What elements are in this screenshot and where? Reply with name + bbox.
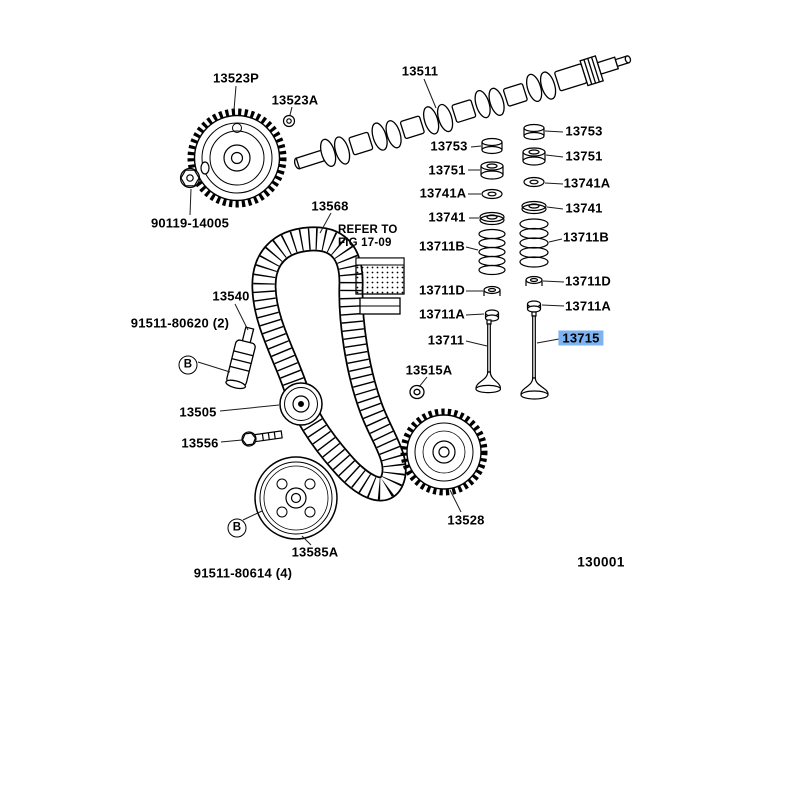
part-label-13711A[interactable]: 13711A xyxy=(564,298,612,314)
part-label-13741A[interactable]: 13741A xyxy=(563,175,611,191)
leader-lines xyxy=(189,78,565,546)
part-label-91511806144[interactable]: 91511-80614 (4) xyxy=(193,565,293,581)
washer-13523A-drawing xyxy=(282,114,296,128)
part-label-13568[interactable]: 13568 xyxy=(311,198,349,214)
part-label-13751[interactable]: 13751 xyxy=(565,148,603,164)
valve-train-right-drawing xyxy=(519,123,549,400)
part-label-13711B[interactable]: 13711B xyxy=(562,229,610,245)
figure-ref-number: 130001 xyxy=(577,554,625,570)
part-label-13711A[interactable]: 13711A xyxy=(418,306,466,322)
part-label-13523A[interactable]: 13523A xyxy=(271,92,319,108)
part-label-13556[interactable]: 13556 xyxy=(181,435,219,451)
part-label-13711D[interactable]: 13711D xyxy=(418,282,466,298)
part-label-13741[interactable]: 13741 xyxy=(565,200,603,216)
bolt-13556-drawing xyxy=(241,430,283,447)
part-label-13741[interactable]: 13741 xyxy=(428,209,466,225)
part-label-13753[interactable]: 13753 xyxy=(430,138,468,154)
part-label-13528[interactable]: 13528 xyxy=(447,512,485,528)
idler-pulley-13505-drawing xyxy=(279,382,323,426)
part-label-13711[interactable]: 13711 xyxy=(427,332,465,348)
part-label-13585A[interactable]: 13585A xyxy=(291,544,339,560)
reference-marker-b: B xyxy=(178,355,198,375)
part-label-9011914005[interactable]: 90119-14005 xyxy=(150,215,230,231)
timing-belt-13568-drawing xyxy=(251,226,407,502)
part-label-13715[interactable]: 13715 xyxy=(558,330,604,346)
valve-train-left-drawing xyxy=(475,137,506,394)
refer-fig-block-drawing xyxy=(355,257,405,315)
crank-pulley-13585A-drawing xyxy=(254,456,338,540)
camshaft-13511-drawing xyxy=(293,55,632,170)
part-label-13741A[interactable]: 13741A xyxy=(419,185,467,201)
crank-sprocket-13528-drawing xyxy=(400,408,488,496)
cam-pulley-13523P-drawing xyxy=(187,108,287,208)
part-label-13505[interactable]: 13505 xyxy=(179,404,217,420)
ring-13515A-drawing xyxy=(409,384,425,400)
part-label-13751[interactable]: 13751 xyxy=(428,162,466,178)
part-label-13515A[interactable]: 13515A xyxy=(405,362,453,378)
part-label-13753[interactable]: 13753 xyxy=(565,123,603,139)
part-label-13711B[interactable]: 13711B xyxy=(418,238,466,254)
refer-to-note: REFER TO FIG 17-09 xyxy=(338,224,398,249)
tensioner-13540-drawing xyxy=(225,326,256,390)
bolt-90119-14005-drawing xyxy=(179,161,210,189)
part-label-13511[interactable]: 13511 xyxy=(401,63,439,79)
reference-marker-b: B xyxy=(227,518,247,538)
part-label-13523P[interactable]: 13523P xyxy=(212,70,260,86)
part-label-13540[interactable]: 13540 xyxy=(212,288,250,304)
part-label-13711D[interactable]: 13711D xyxy=(564,273,612,289)
part-label-91511806202[interactable]: 91511-80620 (2) xyxy=(130,315,230,331)
